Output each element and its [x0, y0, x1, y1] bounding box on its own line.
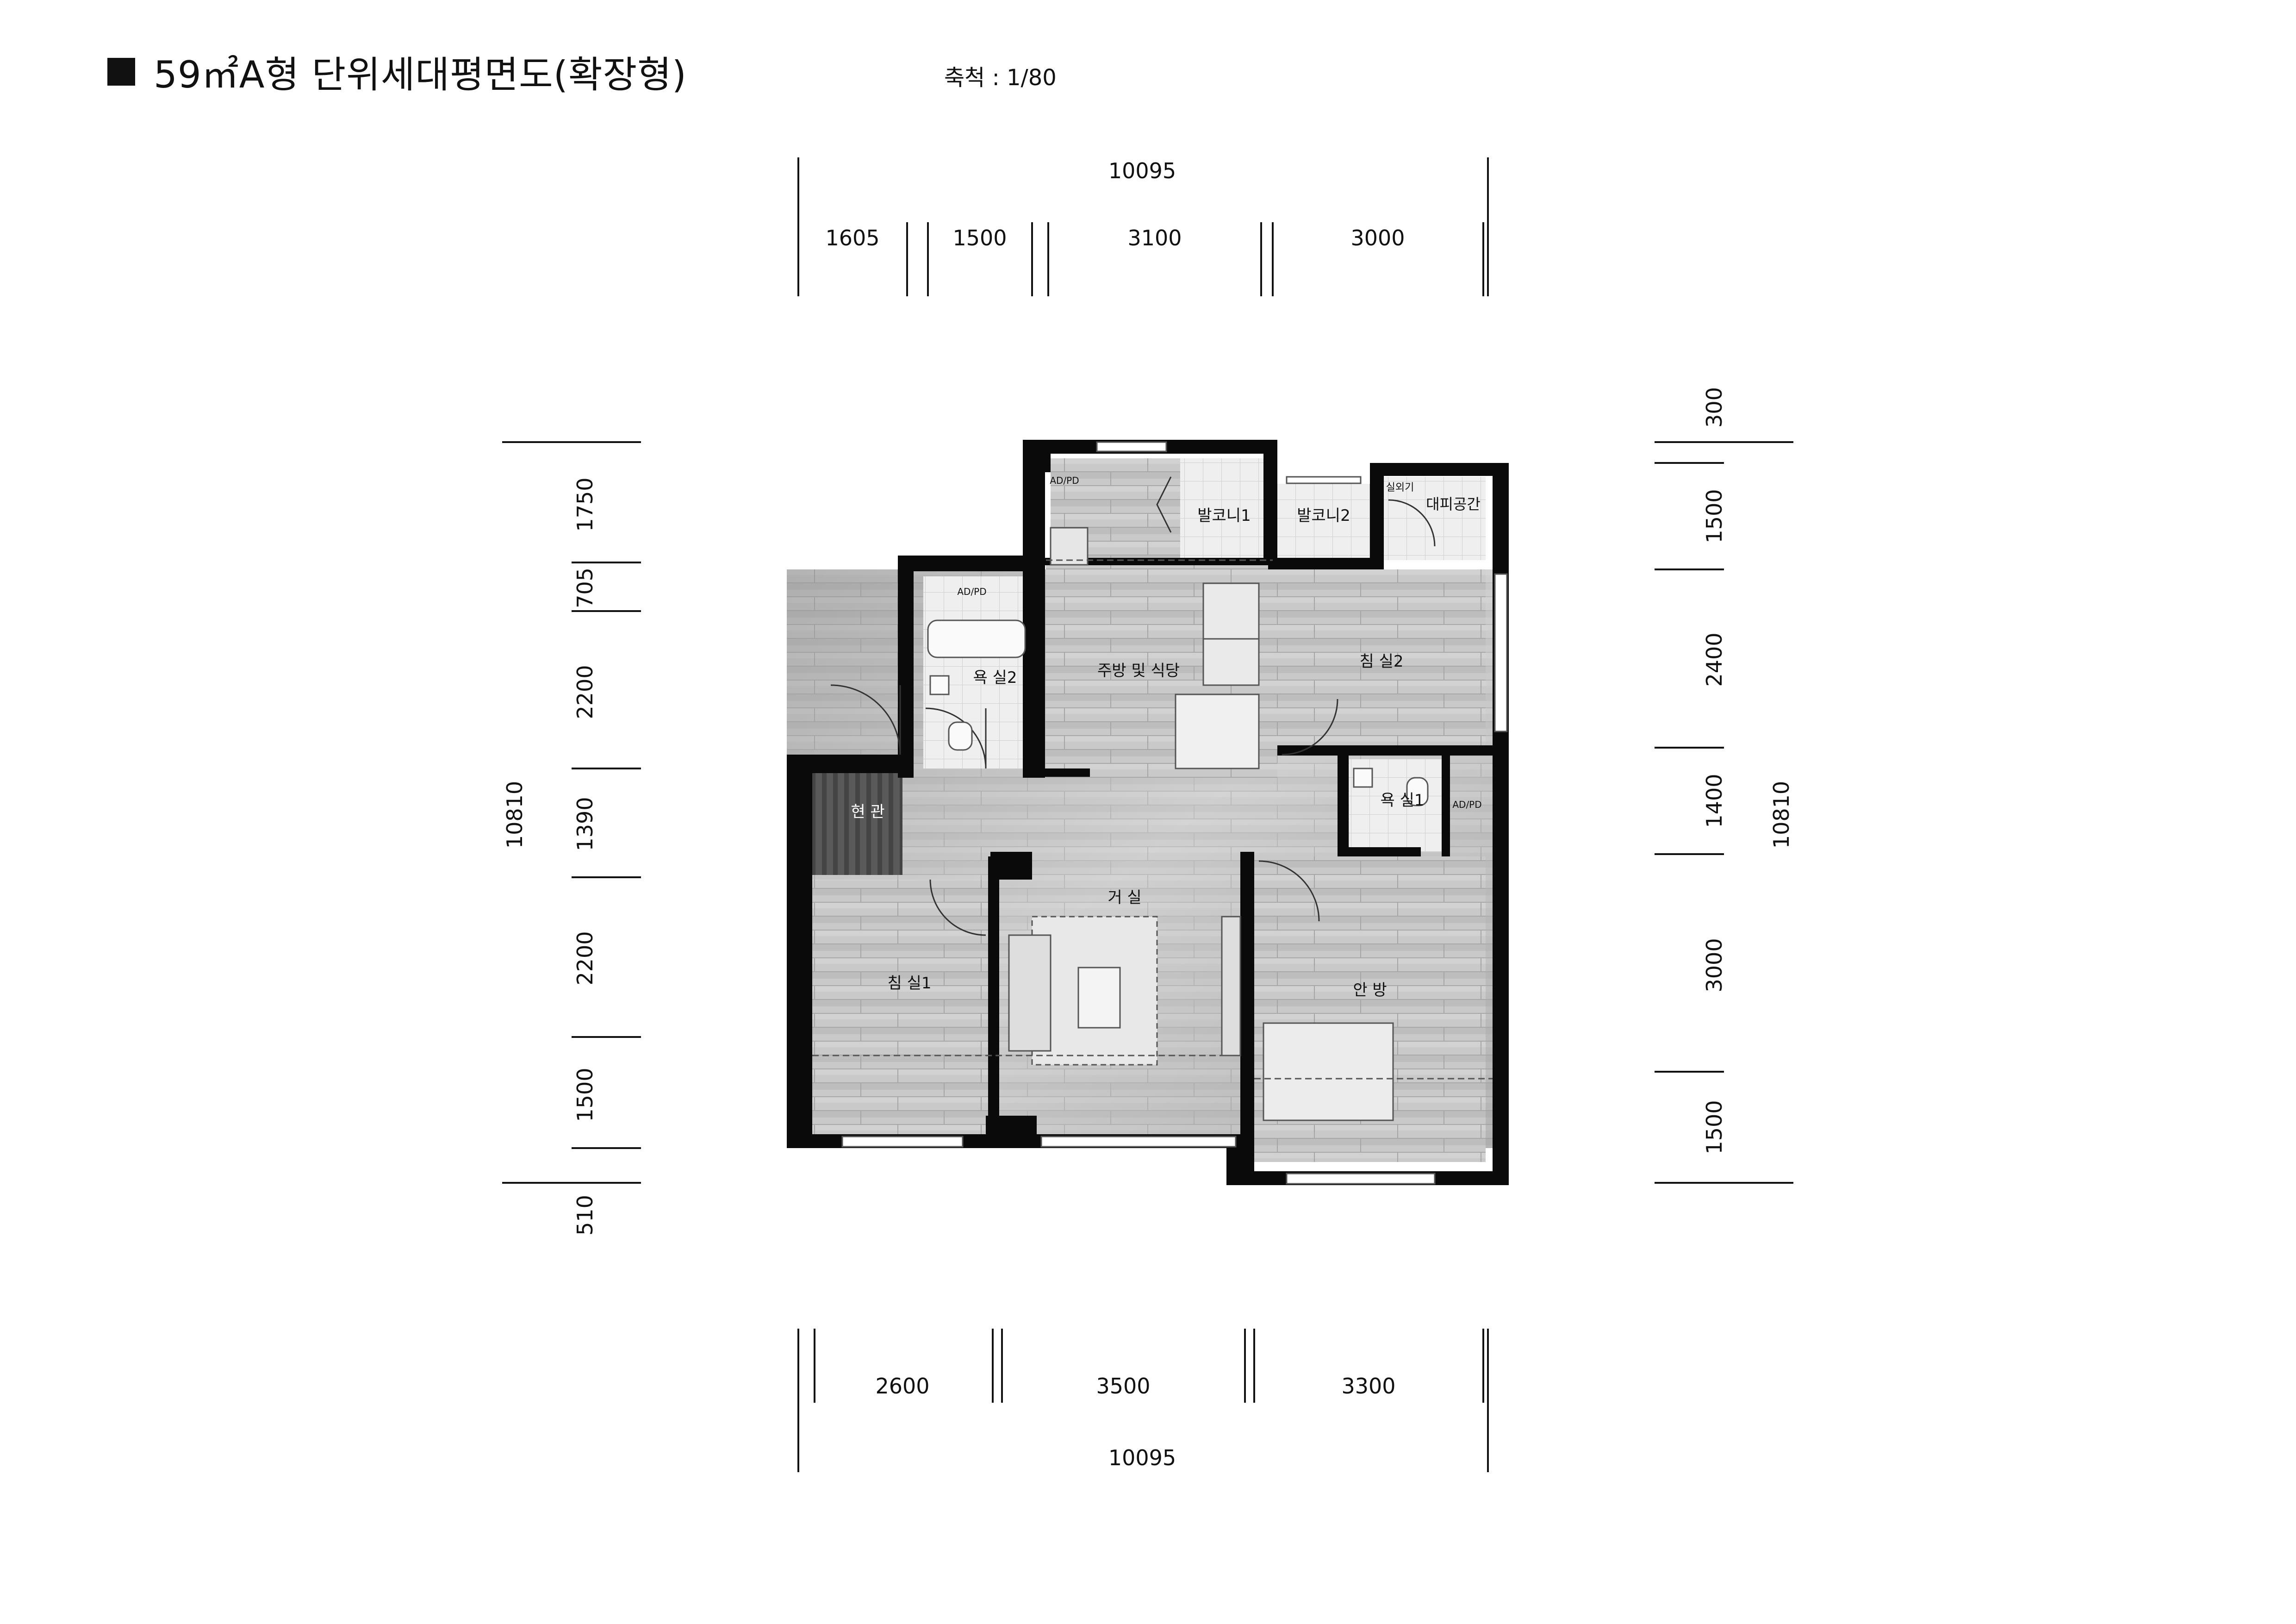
dim-left-total: 10810 — [502, 781, 527, 849]
dim-right-seg-1: 300 — [1702, 387, 1727, 428]
dimension-lines — [502, 157, 1793, 1472]
dim-top-seg-3: 3100 — [1127, 225, 1182, 250]
dim-top-seg-1: 1605 — [825, 225, 879, 250]
dim-top-seg-4: 3000 — [1350, 225, 1405, 250]
room-outdoor-unit: 실외기 — [1386, 482, 1414, 493]
room-adpd-bath1: AD/PD — [1452, 799, 1481, 810]
dim-left-seg-4: 1390 — [572, 797, 597, 851]
dim-left-seg-2: 705 — [572, 568, 597, 608]
room-bath2: 욕 실2 — [973, 668, 1017, 687]
dim-top-total: 10095 — [1108, 158, 1176, 183]
dim-bottom-total: 10095 — [1108, 1445, 1176, 1470]
room-living: 거 실 — [1108, 888, 1141, 907]
room-balcony2: 발코니2 — [1297, 506, 1350, 525]
room-bedroom1: 침 실1 — [888, 974, 932, 993]
dim-left-seg-3: 2200 — [572, 665, 597, 719]
dim-right-seg-2: 1500 — [1702, 489, 1727, 543]
room-adpd-bath2: AD/PD — [957, 586, 986, 597]
windows — [841, 441, 1508, 1185]
scale-label: 축척 : 1/80 — [944, 65, 1057, 91]
room-refuge: 대피공간 — [1426, 495, 1481, 513]
dim-bottom-seg-3: 3300 — [1341, 1374, 1395, 1399]
dim-right-seg-4: 1400 — [1702, 774, 1727, 828]
room-entrance: 현 관 — [851, 803, 884, 821]
dim-right-seg-3: 2400 — [1702, 632, 1727, 687]
doors — [830, 476, 1436, 936]
dim-right-seg-5: 3000 — [1702, 938, 1727, 992]
dim-left-seg-1: 1750 — [572, 477, 597, 531]
page-header: 59㎡A형 단위세대평면도(확장형) — [107, 46, 687, 97]
room-adpd-top: AD/PD — [1050, 475, 1079, 486]
dim-left-seg-7: 510 — [572, 1195, 597, 1236]
dim-left-seg-6: 1500 — [572, 1068, 597, 1122]
room-bath1: 욕 실1 — [1381, 791, 1425, 810]
room-kitchen: 주방 및 식당 — [1097, 662, 1180, 680]
dim-left-seg-5: 2200 — [572, 931, 597, 985]
dim-bottom-seg-1: 2600 — [875, 1374, 929, 1399]
dim-bottom-seg-2: 3500 — [1096, 1374, 1150, 1399]
room-master: 안 방 — [1353, 981, 1387, 999]
page-title: 59㎡A형 단위세대평면도(확장형) — [154, 53, 687, 96]
room-balcony1: 발코니1 — [1197, 506, 1251, 525]
furniture — [812, 527, 1493, 1121]
dim-right-total: 10810 — [1769, 781, 1794, 849]
dim-top-seg-2: 1500 — [952, 225, 1007, 250]
dim-right-seg-6: 1500 — [1702, 1100, 1727, 1154]
header-square-icon — [107, 58, 135, 86]
room-bedroom2: 침 실2 — [1360, 652, 1404, 671]
